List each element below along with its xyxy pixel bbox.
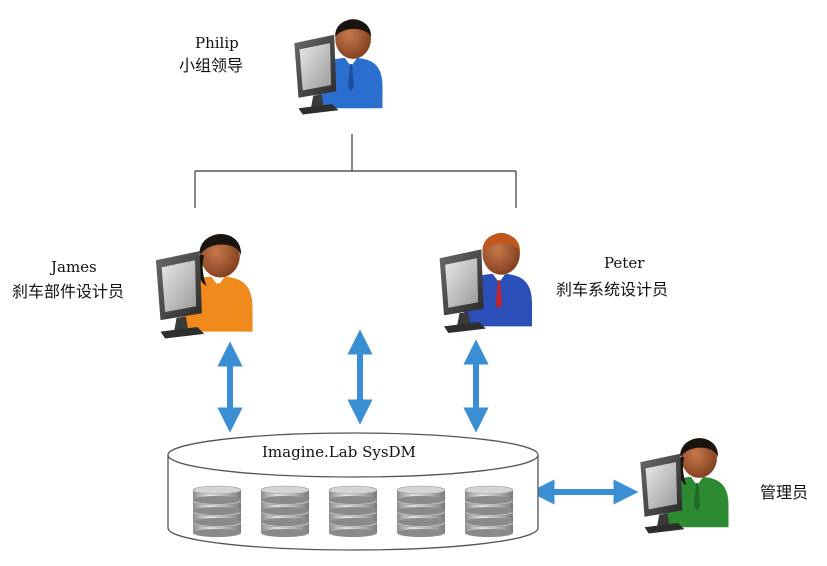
disk-stack xyxy=(192,485,242,537)
james-name: James xyxy=(51,258,97,276)
leader-name: Philip xyxy=(195,34,239,52)
disk-stack xyxy=(328,485,378,537)
admin-role: 管理员 xyxy=(760,483,809,502)
peter-monitor-icon xyxy=(439,249,486,333)
james-role: 刹车部件设计员 xyxy=(12,282,125,301)
peter-workstation xyxy=(439,232,532,333)
disk-stack xyxy=(464,485,514,537)
james-monitor-icon xyxy=(155,251,205,339)
peter-name: Peter xyxy=(604,254,645,272)
leader-workstation xyxy=(294,18,383,115)
disk-stack xyxy=(396,485,446,537)
disk-stack xyxy=(260,485,310,537)
admin-workstation xyxy=(640,437,729,534)
leader-monitor-icon xyxy=(294,34,339,115)
hierarchy-connector xyxy=(194,134,517,208)
james-workstation xyxy=(155,233,253,339)
database-disks xyxy=(192,485,514,537)
database-title: Imagine.Lab SysDM xyxy=(262,443,416,461)
database-cylinder xyxy=(167,432,539,551)
peter-role: 刹车系统设计员 xyxy=(556,280,669,299)
sync-arrows xyxy=(217,329,639,505)
workstations xyxy=(155,18,729,534)
leader-role: 小组领导 xyxy=(179,56,244,75)
admin-monitor-icon xyxy=(640,453,685,534)
